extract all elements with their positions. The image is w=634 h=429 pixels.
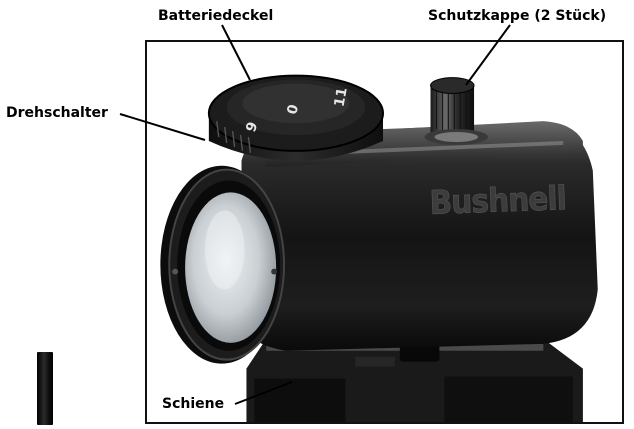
brand-logo: Bushnell [429,180,566,222]
label-dial: Drehschalter [6,105,108,121]
product-photo: 0 11 9 Bushnell [145,40,624,424]
label-battery-cover: Batteriedeckel [158,8,274,24]
label-caps: Schutzkappe (2 Stück) [428,8,607,24]
dial-number-11: 11 [332,86,351,108]
hex-key-image [37,352,53,425]
label-rail: Schiene [162,396,225,412]
dial-number-0: 0 [284,103,302,116]
red-dot-sight-image: 0 11 9 Bushnell [160,74,598,422]
